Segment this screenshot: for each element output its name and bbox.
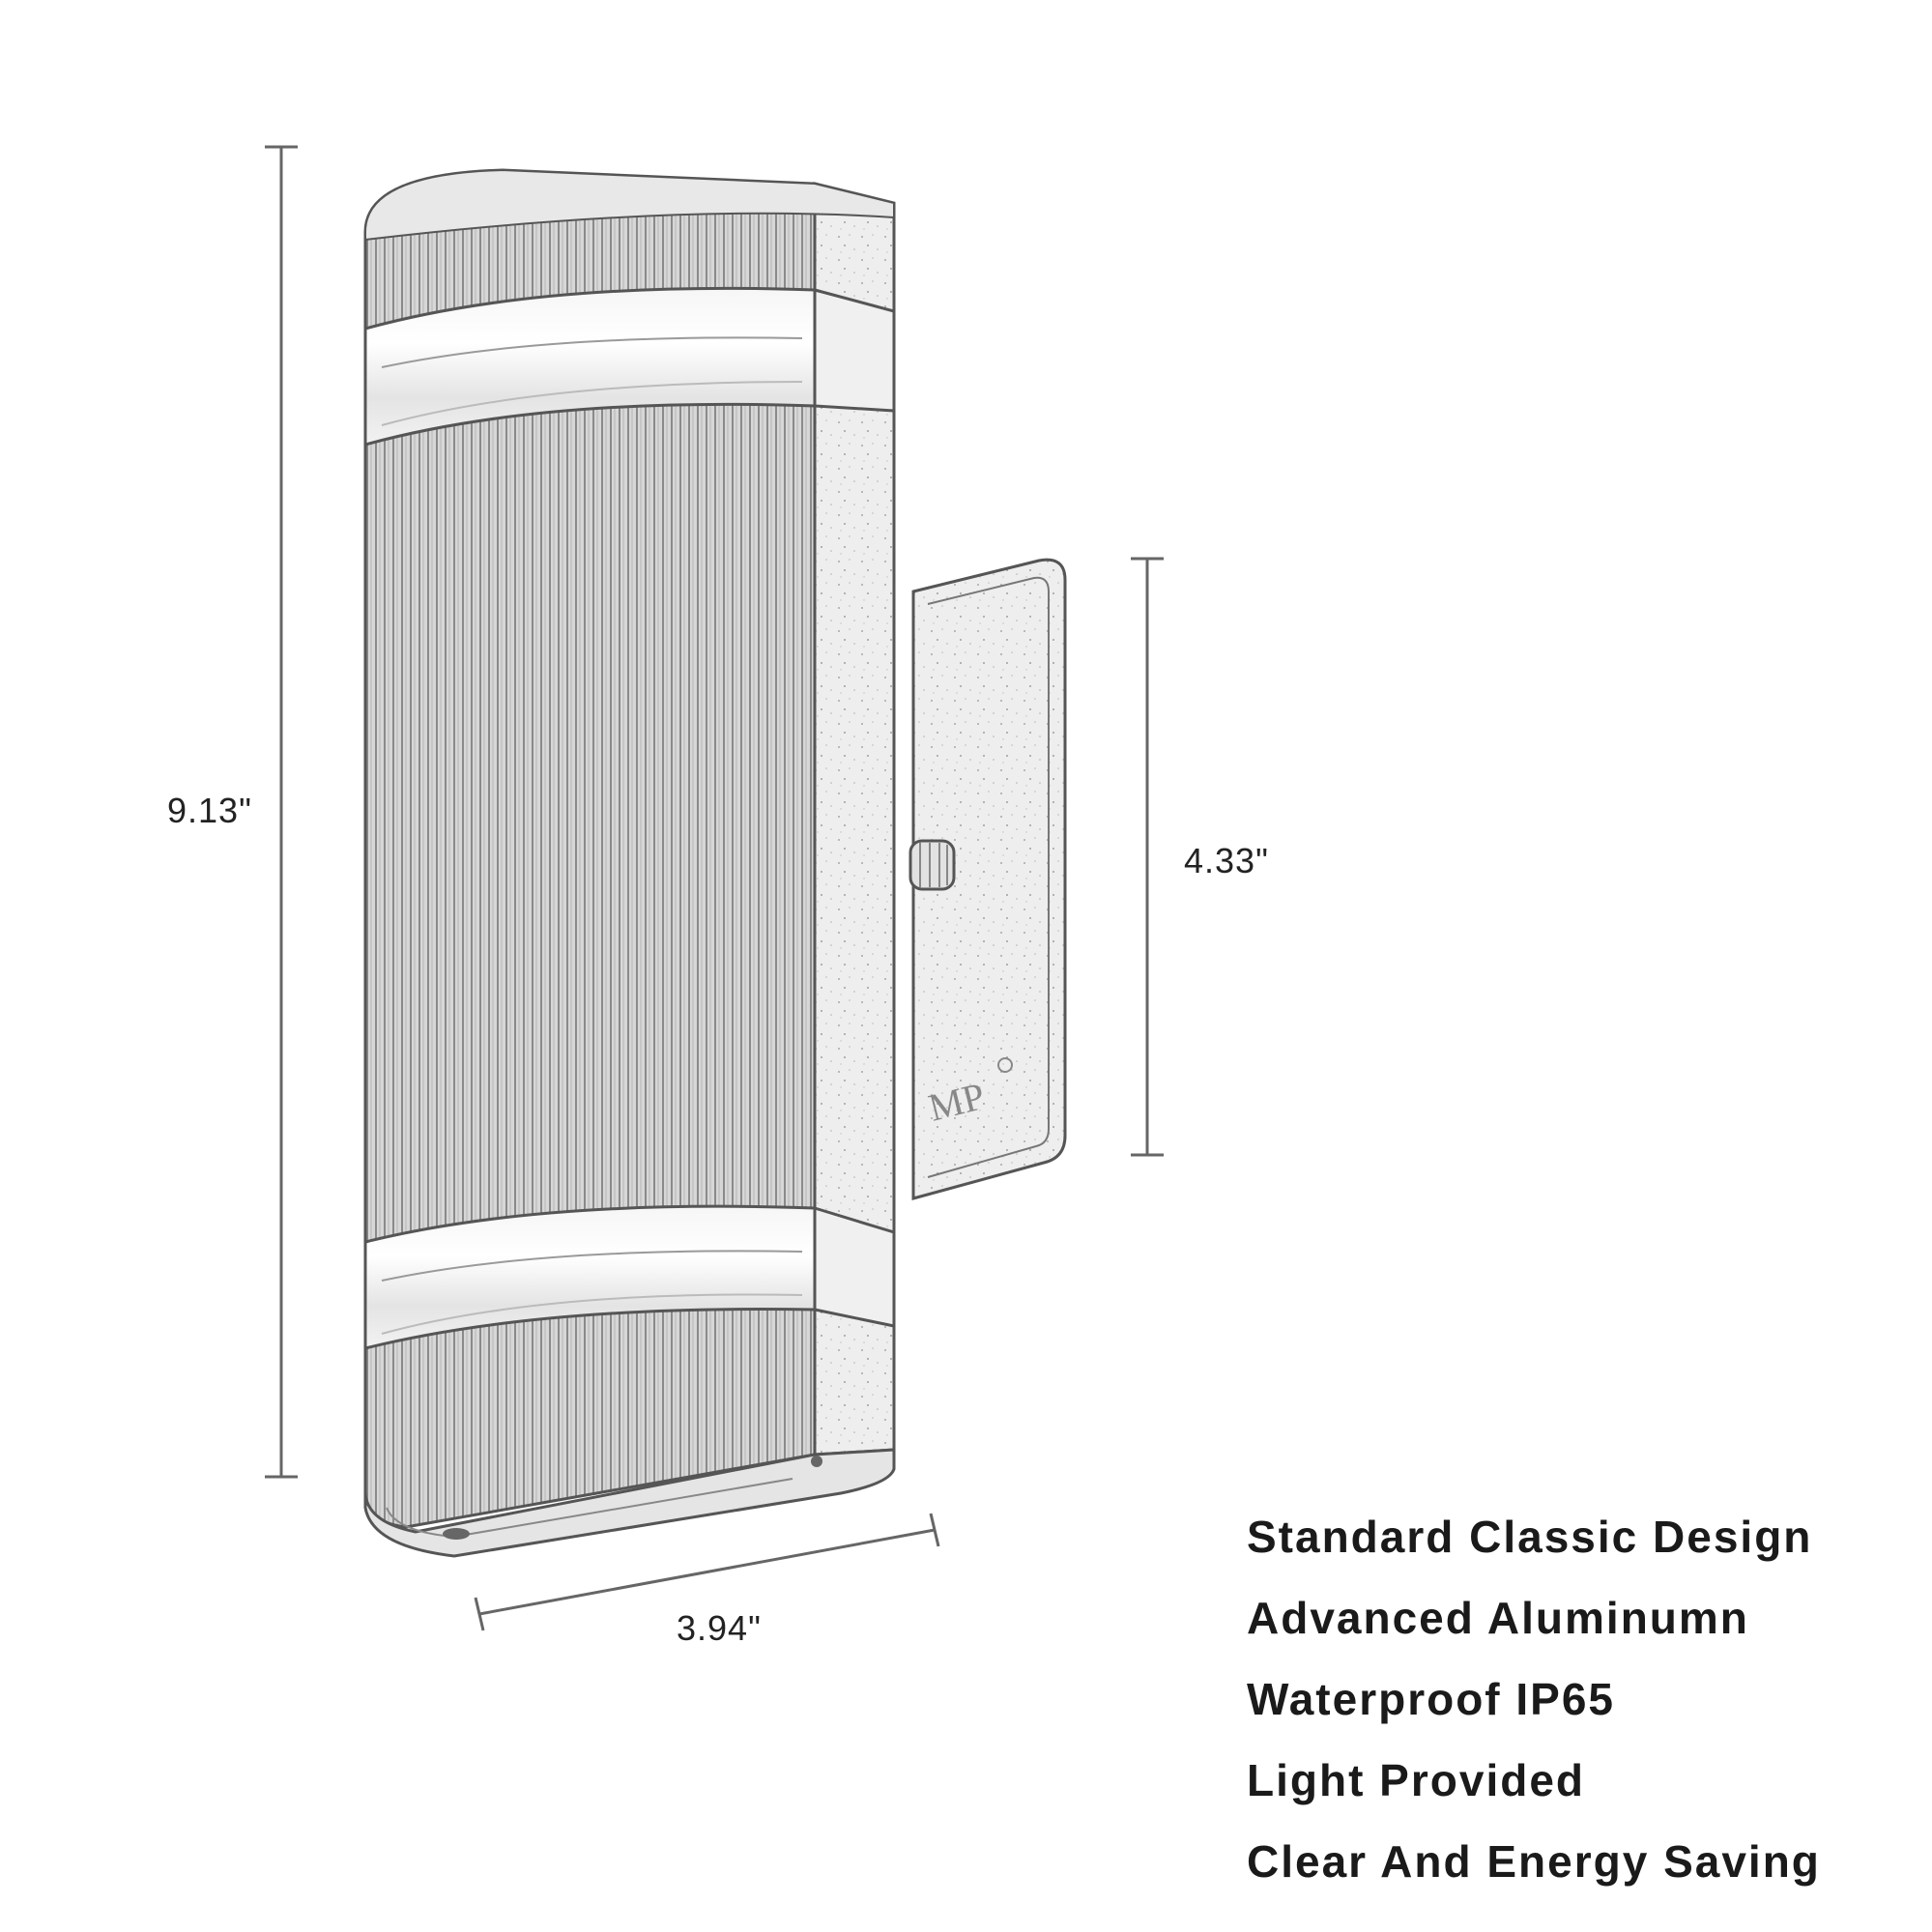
feature-item: Waterproof IP65 xyxy=(1247,1674,1616,1724)
upper-glass-ring xyxy=(363,286,896,447)
bottom-lens xyxy=(363,1448,896,1558)
feature-item: Advanced Aluminumn xyxy=(1247,1593,1749,1643)
feature-item: Clear And Energy Saving xyxy=(1247,1836,1821,1887)
feature-item: Standard Classic Design xyxy=(1247,1512,1813,1562)
mounting-bracket: MP xyxy=(908,558,1067,1200)
width-dimension-line xyxy=(474,1513,940,1631)
height-dimension-line xyxy=(265,145,298,1479)
height-dimension-label: 9.13" xyxy=(167,791,252,830)
mounting-screw xyxy=(908,839,956,891)
bracket-height-dimension-label: 4.33" xyxy=(1184,841,1269,880)
feature-item: Light Provided xyxy=(1247,1755,1585,1805)
feature-list: Standard Classic Design Advanced Aluminu… xyxy=(1247,1496,1821,1902)
bracket-dimension-line xyxy=(1131,557,1164,1157)
width-dimension-label: 3.94" xyxy=(677,1608,762,1648)
lower-glass-ring xyxy=(363,1204,896,1350)
light-fixture-body xyxy=(363,168,896,1558)
